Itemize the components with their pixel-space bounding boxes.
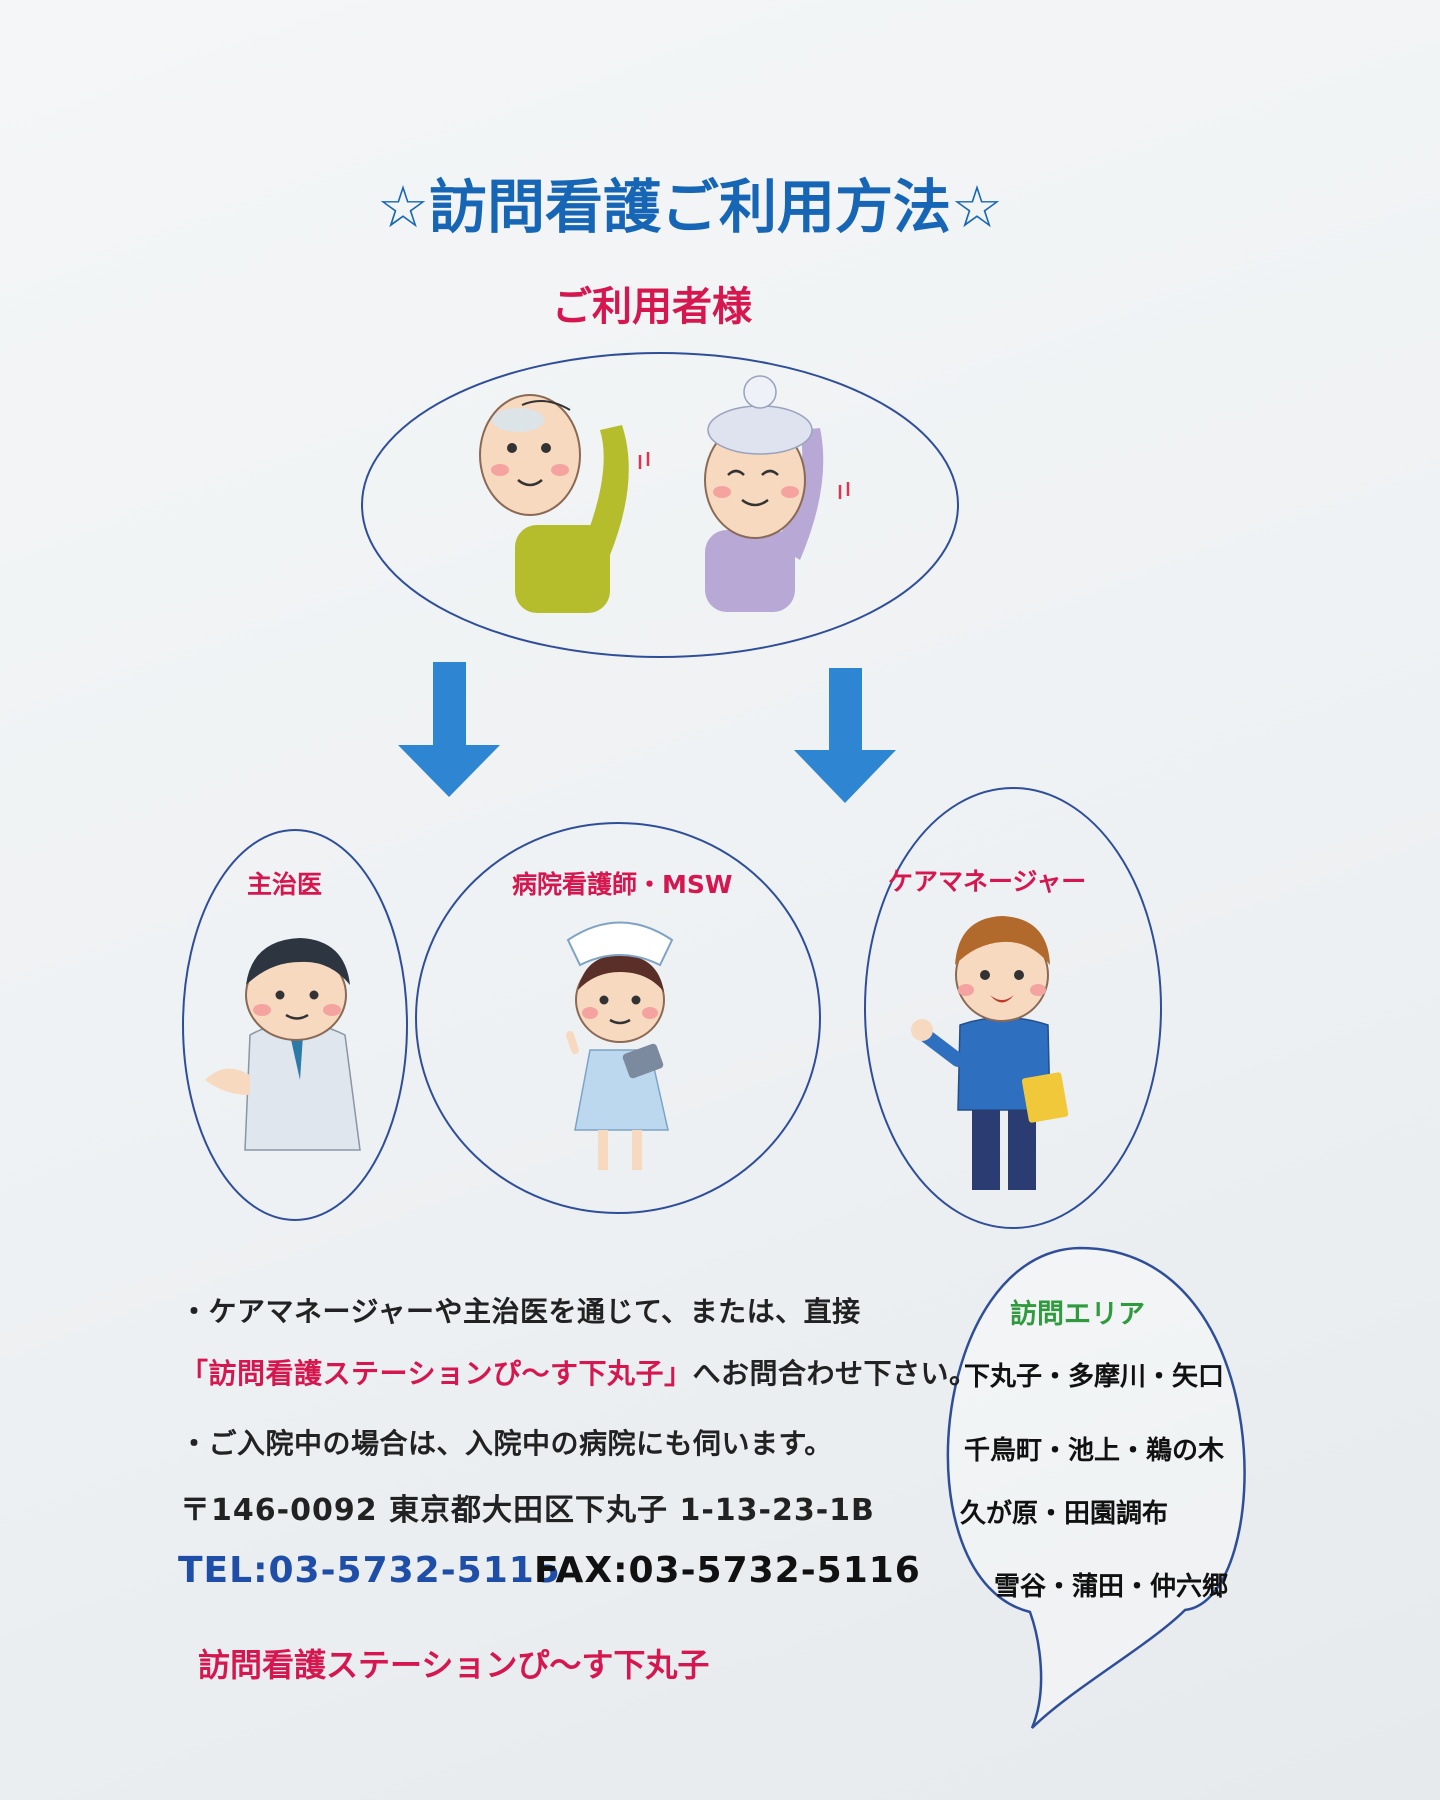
doctor-ellipse (182, 829, 408, 1221)
users-label: ご利用者様 (552, 284, 752, 330)
fax-number: FAX:03-5732-5116 (534, 1550, 921, 1591)
elderly-man-icon (479, 394, 629, 613)
instruction-line-1: ・ケアマネージャーや主治医を通じて、または、直接 (180, 1295, 861, 1328)
area-line: 久が原・田園調布 (960, 1499, 1169, 1529)
care-manager-label: ケアマネージャー (888, 867, 1087, 896)
nurse-icon (566, 921, 674, 1170)
tel-number: TEL:03-5732-5115 (178, 1550, 561, 1591)
instruction-line-2: 「訪問看護ステーションぴ～す下丸子」へお問合わせ下さい。 (180, 1352, 977, 1392)
area-line: 下丸子・多摩川・矢口 (964, 1362, 1225, 1392)
address: 〒146-0092 東京都大田区下丸子 1-13-23-1B (180, 1493, 875, 1528)
area-line: 雪谷・蒲田・仲六郷 (994, 1572, 1229, 1602)
area-title: 訪問エリア (1010, 1299, 1145, 1330)
motion-marks-icon (638, 452, 650, 469)
nurse-ellipse (415, 822, 821, 1214)
motion-marks-icon (838, 482, 850, 499)
station-name-footer: 訪問看護ステーションぴ～す下丸子 (198, 1646, 710, 1684)
care-manager-ellipse (864, 787, 1162, 1229)
page-title: ☆訪問看護ご利用方法☆ (377, 173, 1003, 241)
users-ellipse (361, 352, 959, 658)
instruction-line-2-rest: へお問合わせ下さい。 (692, 1357, 978, 1390)
elderly-woman-icon (704, 375, 824, 612)
down-arrow-icon (794, 668, 896, 803)
instruction-line-3: ・ご入院中の場合は、入院中の病院にも伺います。 (180, 1427, 833, 1460)
area-line: 千鳥町・池上・鵜の木 (964, 1436, 1225, 1466)
care-manager-icon (911, 916, 1069, 1190)
down-arrow-icon (398, 662, 500, 797)
doctor-label: 主治医 (247, 870, 323, 899)
doctor-icon (205, 938, 361, 1151)
nurse-label: 病院看護師・MSW (512, 870, 733, 899)
station-name-inline: 「訪問看護ステーションぴ～す下丸子」 (180, 1357, 693, 1390)
area-speech-bubble (946, 1246, 1246, 1729)
